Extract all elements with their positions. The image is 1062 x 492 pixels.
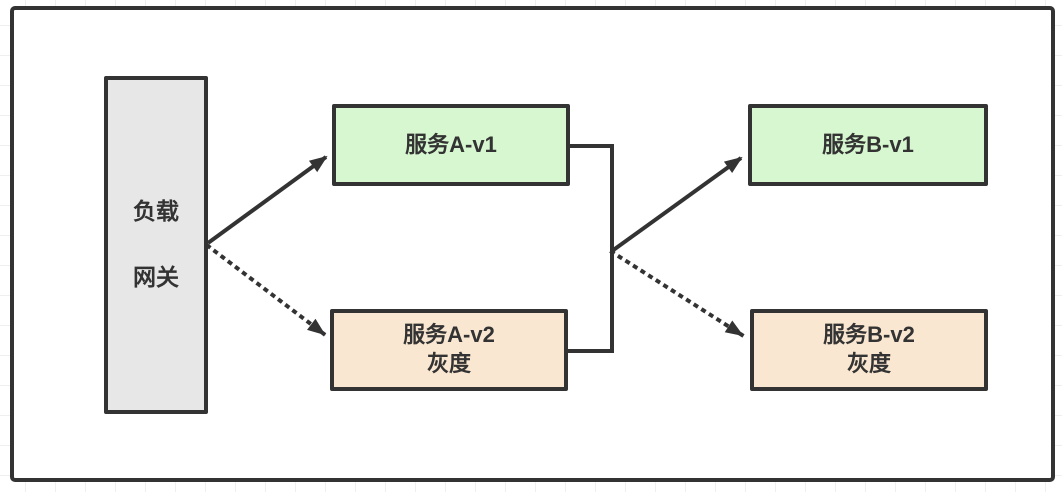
edge-gateway-to-a-v1 (206, 155, 328, 245)
node-service-a-v1: 服务A-v1 (332, 104, 570, 186)
node-service-a-v2-label-line2: 灰度 (426, 351, 471, 376)
node-service-a-v2-label-line1: 服务A-v2 (403, 322, 495, 348)
edge-a-services-junction (568, 144, 614, 353)
node-service-b-v2-gray: 服务B-v2 灰度 (750, 309, 988, 391)
edge-gateway-to-a-v2 (205, 243, 327, 337)
edge-junction-to-b-v1 (610, 156, 743, 253)
node-load-gateway-label-line2: 网关 (133, 264, 179, 290)
node-service-b-v2-label-line2: 灰度 (846, 351, 891, 376)
node-service-b-v1: 服务B-v1 (748, 104, 988, 186)
node-load-gateway-label-line1: 负载 (133, 198, 179, 225)
node-service-a-v2-gray: 服务A-v2 灰度 (330, 309, 568, 391)
node-service-a-v1-label: 服务A-v1 (405, 131, 497, 157)
edge-junction-to-b-v2 (609, 249, 745, 338)
node-load-gateway: 负载 网关 (104, 76, 208, 414)
node-service-b-v1-label: 服务B-v1 (822, 131, 914, 157)
node-service-b-v2-label-line1: 服务B-v2 (823, 322, 915, 348)
